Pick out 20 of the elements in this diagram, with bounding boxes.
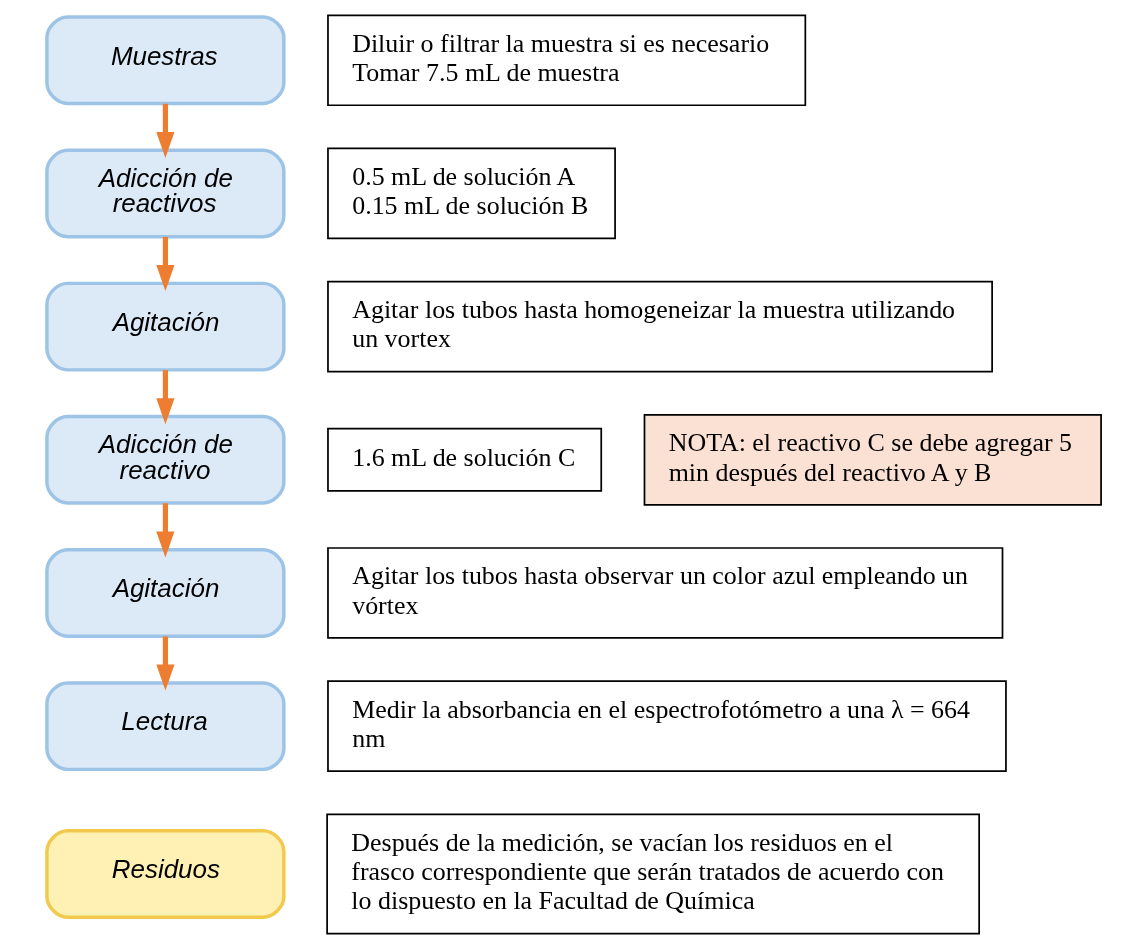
node-box: Adicción de reactivo [45,414,286,505]
node-box: Diluir o filtrar la muestra si es necesario Tomar 7.5 mL de muestra [327,14,807,107]
arrow [156,103,175,158]
node-box: Lectura [45,681,286,772]
arrow [156,370,175,425]
node-box: 1.6 mL de solución C [327,427,603,492]
node-box: NOTA: el reactivo C se debe agregar 5 min después del reactivo A y B [643,413,1102,506]
node-box: Agitar los tubos hasta observar un color azul empleando un vórtex [327,547,1004,639]
node-box: Agitación [45,548,286,638]
arrow [156,503,175,558]
node-box: 0.5 mL de solución A 0.15 mL de solución B [327,147,616,240]
node-box: Muestras [45,15,286,106]
node-box: Adicción de reactivos [45,148,286,239]
arrow [156,236,175,292]
arrow [156,636,175,691]
node-box: Agitación [45,281,286,372]
node-box: Medir la absorbancia en el espectrofotómetro a una λ = 664 nm [327,680,1007,772]
node-box: Agitar los tubos hasta homogeneizar la muestra utilizando un vortex [327,280,993,373]
node-box: Después de la medición, se vacían los residuos en el frasco correspondiente que serán tratados de acuerdo con lo dispuesto en la Facultad de Química [326,813,980,935]
node-box: Residuos [45,829,286,919]
